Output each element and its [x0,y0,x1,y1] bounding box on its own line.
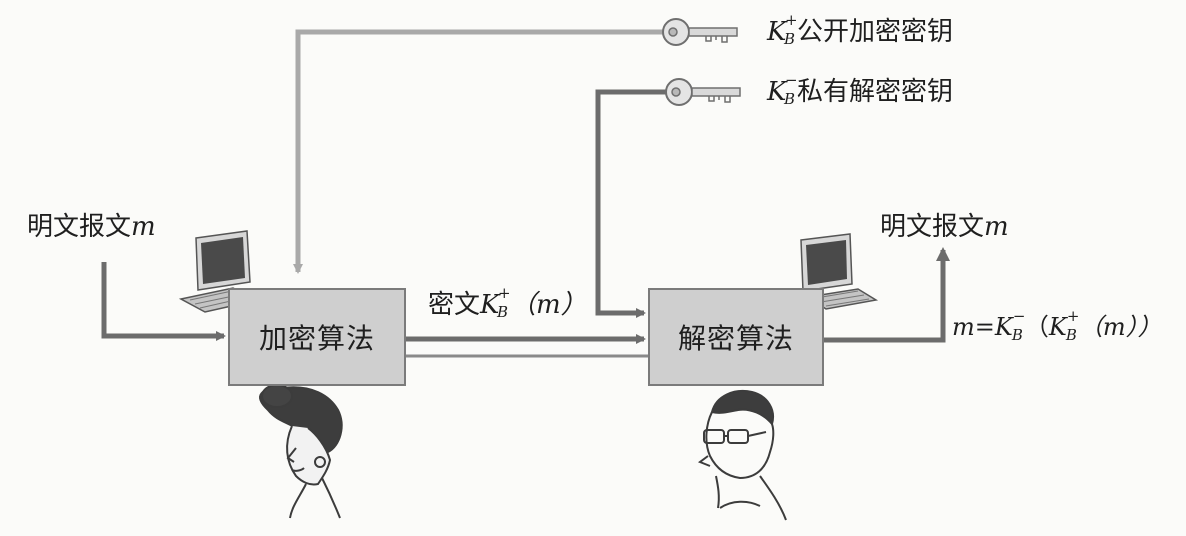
private-key-K: K [767,77,787,107]
receiver-plaintext-text: 明文报文 [880,212,985,242]
encryption-algorithm-label: 加密算法 [258,322,375,355]
public-key-sub: B [784,30,796,48]
sender-person-illustration [259,384,343,519]
ciphertext-sub: B [497,303,509,321]
sender-plaintext-text: 明文报文 [27,212,132,242]
ciphertext-arg: （m） [510,290,587,320]
public-key-text: 公开加密密钥 [797,17,954,47]
private-key-sub: B [784,90,796,108]
private-key-sup: − [785,71,798,89]
ciphertext-key-symbol: K+B [480,286,511,321]
decryption-algorithm-box: 解密算法 [648,288,824,386]
private-key-icon [665,78,741,106]
receiver-computer-icon [800,233,879,310]
public-key-arrow [293,29,665,274]
ciphertext-label: 密文K+B（m） [428,286,587,321]
decryption-algorithm-label: 解密算法 [677,322,794,355]
sender-plaintext-var: m [131,212,156,242]
private-key-symbol: K−B [767,73,798,108]
ciphertext-sup: + [498,284,511,302]
receiver-person-illustration [697,390,787,521]
result-private-K: K [994,313,1013,341]
public-key-K: K [767,17,787,47]
public-key-icon [662,18,738,46]
receiver-plaintext-label: 明文报文m [880,214,1009,240]
plaintext-input-arrow [101,262,226,341]
ciphertext-text: 密文 [428,290,481,320]
result-public-K: K [1048,313,1067,341]
ciphertext-K: K [480,290,500,320]
plaintext-output-arrow [822,247,950,343]
sender-plaintext-label: 明文报文m [27,214,156,240]
public-key-symbol: K+B [767,13,798,48]
result-public-sub: B [1065,326,1077,344]
result-private-key-symbol: K−B [994,309,1026,344]
result-public-sup: + [1066,307,1080,325]
result-tail: （m）） [1078,313,1162,341]
ciphertext-arrow [405,334,652,358]
result-private-sup: − [1012,307,1026,325]
decryption-result-formula: m=K−B（K+B（m）） [952,309,1162,344]
private-key-arrow [595,89,668,318]
result-mid: （ [1024,313,1049,341]
result-public-key-symbol: K+B [1048,309,1080,344]
result-private-sub: B [1011,326,1023,344]
public-key-sup: + [785,11,798,29]
private-key-text: 私有解密密钥 [797,77,954,107]
result-prefix: m= [952,313,995,341]
receiver-plaintext-var: m [984,212,1009,242]
encryption-algorithm-box: 加密算法 [228,288,406,386]
